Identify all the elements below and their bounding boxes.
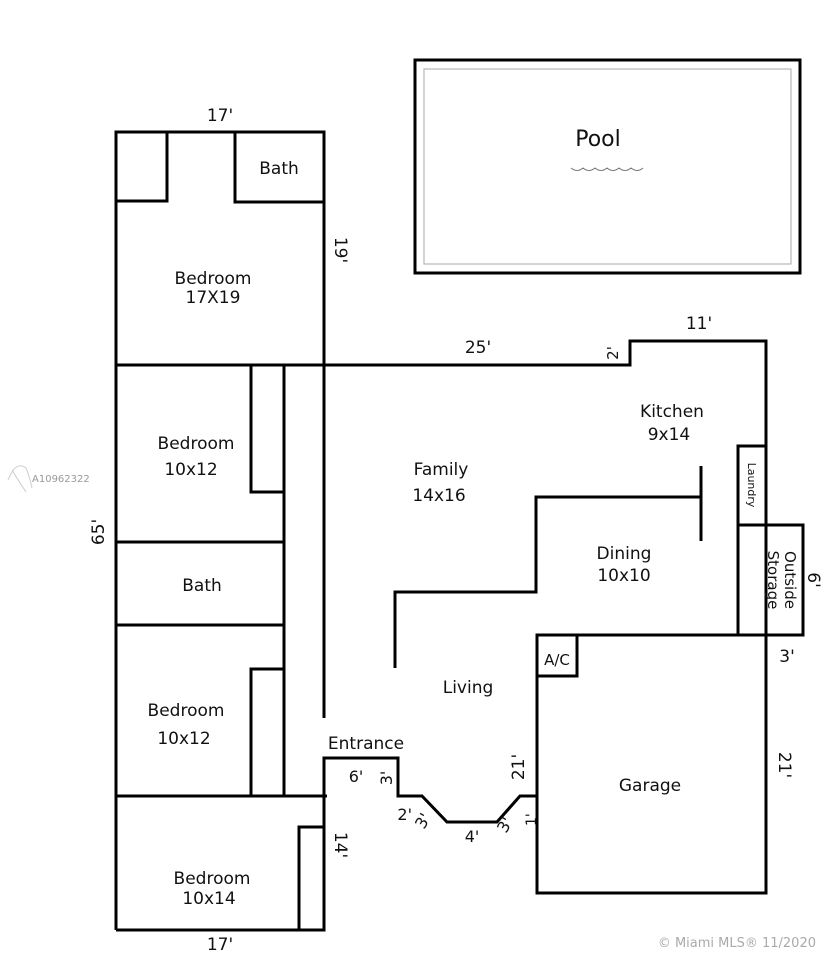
dim-bottom-width: 17' xyxy=(207,935,233,953)
dim-entrance-f: 3' xyxy=(493,814,517,836)
laundry-label: Laundry xyxy=(745,463,758,508)
entrance-label: Entrance xyxy=(328,734,404,754)
pool-label: Pool xyxy=(575,127,621,152)
dim-kitchen-width: 11' xyxy=(686,314,712,334)
hall-bath-label: Bath xyxy=(182,576,222,596)
dim-top-width: 17' xyxy=(207,106,233,126)
mls-logo-icon xyxy=(7,465,33,493)
dim-garage-left: 21' xyxy=(509,754,529,780)
master-bedroom-size: 17X19 xyxy=(186,288,241,308)
copyright-watermark: © Miami MLS® 11/2020 xyxy=(658,936,816,951)
master-bath-label: Bath xyxy=(259,159,299,179)
dim-entrance-e: 4' xyxy=(465,827,480,846)
dim-entrance-c: 2' xyxy=(397,805,412,824)
dim-entrance-b: 3' xyxy=(377,771,396,786)
dining-label: Dining xyxy=(597,544,652,564)
dining-size: 10x10 xyxy=(597,566,650,586)
bedroom2-label: Bedroom xyxy=(158,434,235,454)
dim-bedroom4-depth: 14' xyxy=(330,832,350,858)
family-label: Family xyxy=(414,460,469,480)
dim-entrance-a: 6' xyxy=(349,767,364,786)
dim-entrance-g: 1' xyxy=(524,813,540,826)
dim-entrance-d: 3' xyxy=(411,810,435,832)
bedroom3-size: 10x12 xyxy=(157,729,210,749)
dim-kitchen-step: 2' xyxy=(604,346,622,360)
living-label: Living xyxy=(443,678,494,698)
dim-garage-offset: 3' xyxy=(779,647,795,667)
listing-id: A10962322 xyxy=(32,474,90,485)
water-icon xyxy=(570,167,644,171)
master-bedroom-label: Bedroom xyxy=(175,269,252,289)
bedroom4-label: Bedroom xyxy=(174,869,251,889)
dim-storage-depth: 6' xyxy=(803,572,823,588)
pool-outline xyxy=(413,58,802,275)
bedroom2-size: 10x12 xyxy=(164,460,217,480)
dim-overall-depth: 65' xyxy=(89,519,109,545)
family-size: 14x16 xyxy=(412,486,465,506)
ac-label: A/C xyxy=(544,651,570,669)
dim-master-depth: 19' xyxy=(330,237,350,263)
dim-rear-wall: 25' xyxy=(465,338,491,358)
dim-garage-right: 21' xyxy=(774,752,794,778)
kitchen-label: Kitchen xyxy=(640,402,704,422)
garage-label: Garage xyxy=(619,776,681,796)
bedroom4-size: 10x14 xyxy=(182,889,235,909)
bedroom3-label: Bedroom xyxy=(148,701,225,721)
pool-inner-edge xyxy=(423,68,792,265)
outside-storage-label-2: Storage xyxy=(764,551,782,610)
kitchen-size: 9x14 xyxy=(648,425,691,445)
walls xyxy=(114,130,805,932)
outside-storage-label-1: Outside xyxy=(781,551,799,609)
